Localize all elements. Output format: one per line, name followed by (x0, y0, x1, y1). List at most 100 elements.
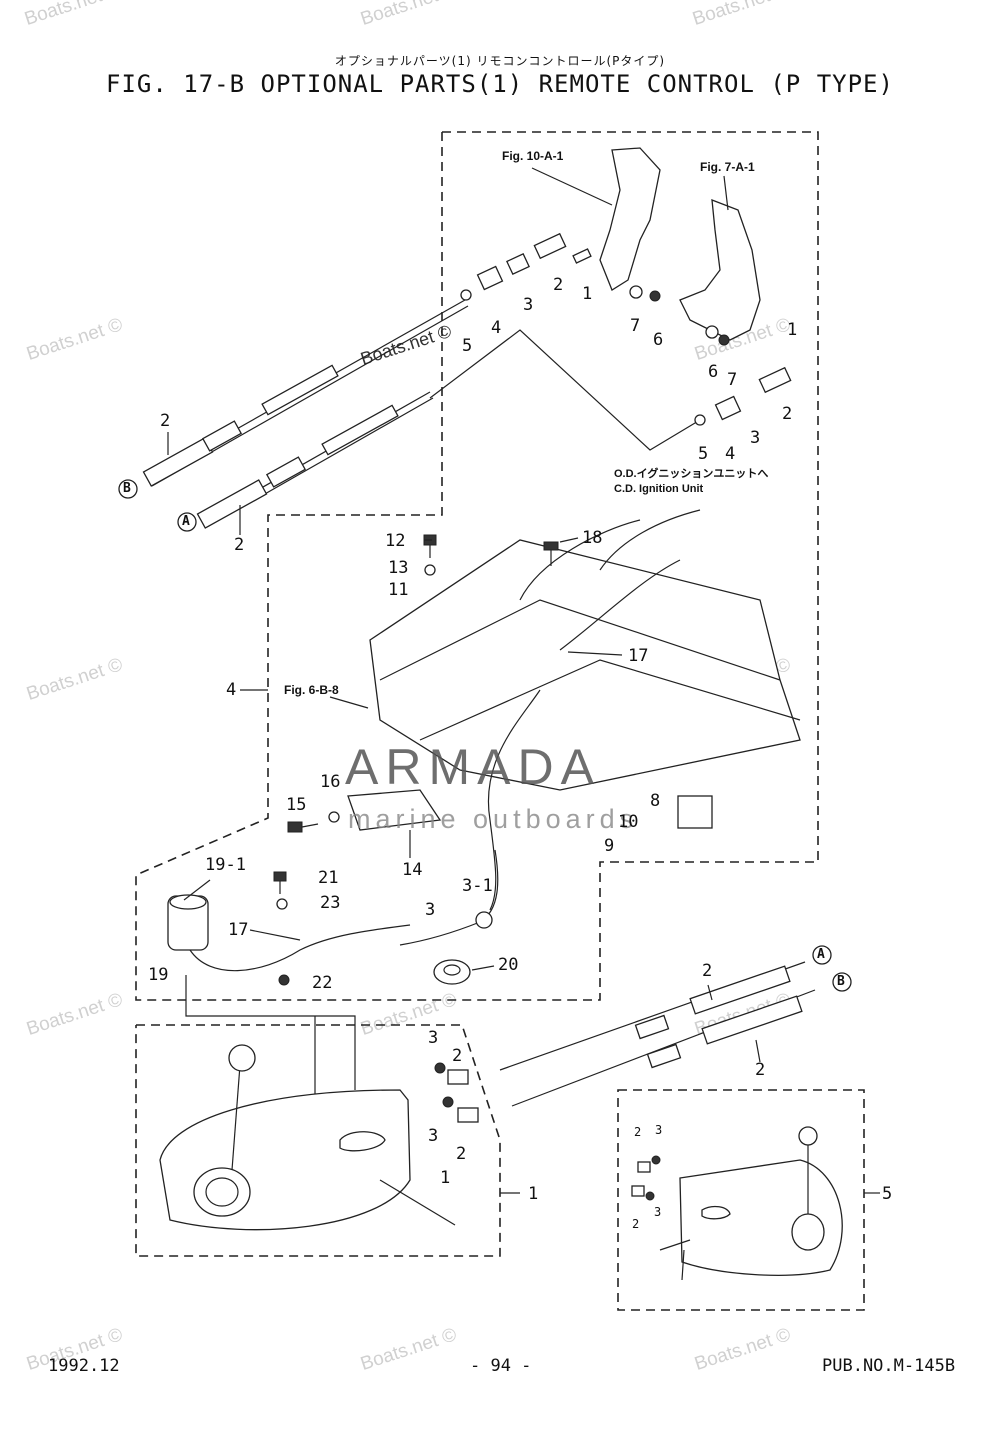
part-label: 2 (234, 535, 245, 555)
part-label: 2 (452, 1046, 463, 1066)
part-label: 12 (385, 531, 406, 551)
washer-13 (424, 564, 436, 576)
bracket-8 (677, 795, 713, 829)
part-label: 2 (632, 1217, 640, 1231)
part-label: 3 (428, 1028, 439, 1048)
watermark-brand: ARMADA (345, 739, 601, 795)
dashed-boundary-left (135, 132, 568, 1001)
leader-line (429, 329, 701, 451)
footer-date: 1992.12 (48, 1356, 120, 1376)
part-label: 5 (882, 1184, 893, 1204)
callout-b-circle-lower (832, 972, 852, 992)
part-label: 2 (456, 1144, 467, 1164)
part-label: 3 (428, 1126, 439, 1146)
label-leaders (167, 167, 880, 1281)
part-label: 17 (228, 920, 249, 940)
ref-fig-6b8: Fig. 6-B-8 (284, 683, 339, 697)
part-label: 21 (318, 868, 339, 888)
part-label: 3 (750, 428, 761, 448)
dashed-boundary-upper (442, 131, 819, 1001)
part-label: 7 (727, 370, 738, 390)
part-label: 2 (553, 275, 564, 295)
title-japanese: オプショナルパーツ(1) リモコンコントロール(Pタイプ) (334, 54, 666, 68)
part-label: 1 (440, 1168, 451, 1188)
wiring-harness (487, 509, 701, 911)
screw-1 (379, 1179, 456, 1226)
bracket-fig-10a1 (599, 147, 661, 291)
clip-22 (278, 974, 290, 986)
title-english: FIG. 17-B OPTIONAL PARTS(1) REMOTE CONTR… (106, 70, 894, 98)
part-label: 2 (755, 1060, 766, 1080)
part-label: 18 (582, 528, 603, 548)
part-label: 2 (634, 1125, 642, 1139)
part-label: 15 (286, 795, 307, 815)
part-label: 16 (320, 772, 341, 792)
part-label: 6 (708, 362, 719, 382)
part-label: 14 (402, 860, 423, 880)
grommet-20 (433, 959, 471, 985)
part-label: 19 (148, 965, 169, 985)
part-label: 1 (528, 1184, 539, 1204)
part-label: 2 (702, 961, 713, 981)
part-label: 3-1 (462, 876, 493, 896)
washer-23 (276, 898, 288, 910)
cable-b-upper (142, 299, 469, 487)
callout-a-circle-lower (812, 945, 832, 965)
cable-a-lower (499, 961, 806, 1071)
bolt-12 (423, 534, 437, 558)
part-label: 11 (388, 580, 409, 600)
part-label: 13 (388, 558, 409, 578)
watermark-brand-sub: marine outboards (348, 804, 639, 834)
callout-a-circle-upper (177, 512, 197, 532)
key-switch-19 (167, 894, 411, 972)
part-label: 4 (491, 318, 502, 338)
callout-b: B (123, 481, 131, 496)
footer-pub-number: PUB.NO.M-145B (822, 1356, 956, 1376)
remote-control-variant (631, 1126, 843, 1276)
ref-fig-7a1: Fig. 7-A-1 (700, 160, 755, 174)
dashed-boundary-variant (617, 1089, 865, 1311)
part-label: 1 (582, 284, 593, 304)
footer-page-number: - 94 - (470, 1356, 532, 1376)
part-label: 3 (523, 295, 534, 315)
part-label: 2 (782, 404, 793, 424)
part-label: 4 (226, 680, 237, 700)
part-label: 22 (312, 973, 333, 993)
joint-parts-upper (460, 232, 661, 302)
part-label: 5 (698, 444, 709, 464)
part-label: 3 (425, 900, 436, 920)
bolt-21 (273, 871, 287, 894)
bolt-18 (543, 541, 559, 566)
part-label: 8 (650, 791, 661, 811)
part-label: 10 (618, 812, 639, 832)
remote-control-housing (159, 1044, 411, 1231)
callout-b: B (837, 974, 845, 989)
part-label: 4 (725, 444, 736, 464)
note-ignition-jp: O.D.イグニッションユニットへ (614, 468, 769, 480)
part-label: 7 (630, 316, 641, 336)
bracket-14 (347, 789, 442, 831)
part-label: 23 (320, 893, 341, 913)
dashed-boundary-remote (135, 1024, 501, 1257)
bracket-fig-7a1 (679, 199, 761, 341)
callout-a: A (817, 947, 825, 962)
note-ignition-en: C.D. Ignition Unit (614, 483, 704, 495)
ref-fig-10a1: Fig. 10-A-1 (502, 149, 564, 163)
part-label: 2 (160, 411, 171, 431)
part-label: 20 (498, 955, 519, 975)
part-label: 5 (462, 336, 473, 356)
washer-16 (328, 811, 340, 823)
bolt-15 (287, 821, 319, 833)
cable-a-upper (196, 391, 434, 529)
part-label: 19-1 (205, 855, 246, 875)
cable-b-lower (511, 989, 816, 1107)
joint-parts-lower (434, 1062, 479, 1123)
joint-parts-right (694, 325, 792, 426)
part-label: 6 (653, 330, 664, 350)
engine-housing (369, 539, 801, 791)
part-label: 1 (787, 320, 798, 340)
part-label: 17 (628, 646, 649, 666)
part-label: 3 (655, 1123, 663, 1137)
